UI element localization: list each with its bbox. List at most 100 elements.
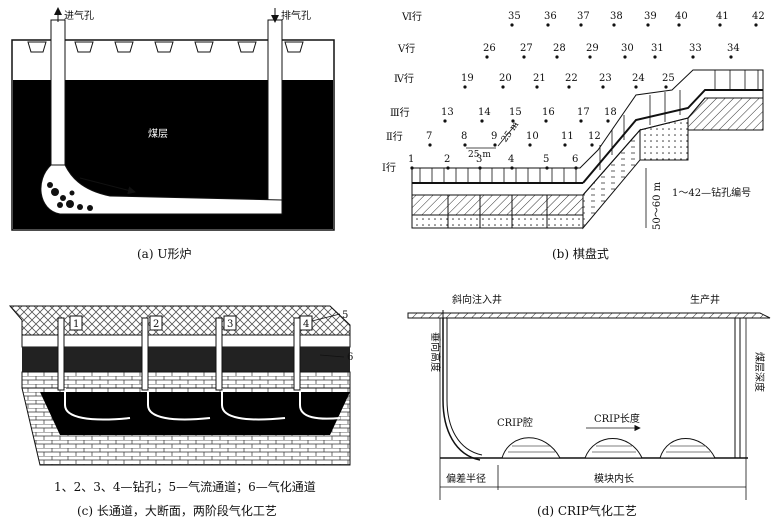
borehole-number: 29 [586,43,599,54]
borehole-number: 17 [577,107,590,118]
borehole-dot [579,119,583,123]
rubble-zone [47,182,93,211]
borehole-dot [590,143,594,147]
cavity-label: CRIP腔 [497,416,533,429]
coal-seam-c [22,347,350,372]
hole-label: 3 [227,319,233,330]
borehole-number: 15 [509,107,522,118]
borehole-number: 9 [491,131,497,142]
borehole-dot [612,23,616,27]
borehole-dot [480,119,484,123]
hole-label-box [299,315,313,331]
borehole-number: 5 [543,154,549,165]
borehole-number: 23 [599,73,612,84]
borehole-dot [677,23,681,27]
borehole-dot [510,23,514,27]
borehole-dot [446,166,450,170]
borehole-dot [691,55,695,59]
borehole-number: 38 [610,11,623,22]
borehole-dot [510,166,514,170]
inject-well [442,318,481,461]
outlet-borehole [267,19,283,213]
vertical-depth-label: 垂向高度 [429,332,442,372]
borehole-number: 14 [478,107,491,118]
borehole-dot [718,23,722,27]
borehole-number: 28 [553,43,566,54]
borehole-number: 26 [483,43,496,54]
borehole-number: 31 [651,43,664,54]
borehole-number: 34 [727,43,740,54]
gasification-panel [40,392,350,435]
borehole-number: 10 [526,131,539,142]
borehole-dot [601,85,605,89]
borehole-number: 8 [461,131,467,142]
borehole-dot [567,85,571,89]
outlet-label: 排气孔 [281,9,311,22]
offset-radius-label: 偏差半径 [446,472,486,485]
borehole-number: 35 [508,11,521,22]
row-label: Ⅳ行 [394,72,414,85]
brick-layer [21,371,351,389]
seam-label: 煤层 [148,127,168,140]
borehole-dot [528,143,532,147]
borehole-dot [555,55,559,59]
caption-d: (d) CRIP气化工艺 [537,503,637,518]
borehole-dot [463,85,467,89]
borehole-number: 20 [499,73,512,84]
borehole-dot [522,55,526,59]
borehole-number: 11 [561,131,574,142]
borehole-dot [410,166,414,170]
callout-6-line [319,354,345,358]
borehole-number: 18 [604,107,617,118]
borehole-number: 41 [716,11,729,22]
callout-5: 5 [342,310,348,321]
borehole-dot [646,23,650,27]
row-label: Ⅰ行 [382,161,396,174]
borehole-dot [579,23,583,27]
borehole-dot [493,143,497,147]
spacing-h-label: 25 m [468,150,491,160]
borehole-number: 2 [444,154,450,165]
channel-layer [21,334,351,348]
spacing-v-label: 25 m [500,120,522,145]
borehole-number: 27 [520,43,533,54]
row-label: Ⅲ行 [390,106,410,119]
borehole-number: 4 [508,154,514,165]
borehole-dot [428,143,432,147]
row-label: Ⅴ行 [397,42,415,55]
hole-label-box [223,315,237,331]
borehole-dot [623,55,627,59]
hole-label-box [69,315,83,331]
borehole-number: 6 [572,154,578,165]
borehole-dot [664,85,668,89]
borehole-dot [544,119,548,123]
borehole-dot [606,119,610,123]
hole-label: 1 [73,319,79,330]
borehole-dot [588,55,592,59]
borehole-dot [443,119,447,123]
borehole-dot [574,166,578,170]
module-length-label: 模块内长 [594,472,634,485]
borehole-number: 36 [544,11,557,22]
borehole-pipes [57,317,301,391]
crip-cavities [501,437,716,459]
gasification-channels [64,388,341,421]
panel-a: 进气孔 排气孔 煤层 (a) U形炉 [11,7,335,261]
legend-c: 1、2、3、4—钻孔；5—气流通道；6—气化通道 [54,479,316,494]
hole-legend: 1～42—钻孔编号 [672,186,751,199]
borehole-dot [485,55,489,59]
borehole-dot [463,143,467,147]
borehole-number: 7 [426,131,432,142]
length-label: CRIP长度 [594,412,640,425]
borehole-number: 24 [632,73,645,84]
borehole-dot [545,166,549,170]
borehole-dot [546,23,550,27]
depth-label: 50～60 m [652,181,663,230]
gasification-channel [40,164,283,215]
borehole-number: 3 [476,154,482,165]
surface-layer [407,312,771,319]
